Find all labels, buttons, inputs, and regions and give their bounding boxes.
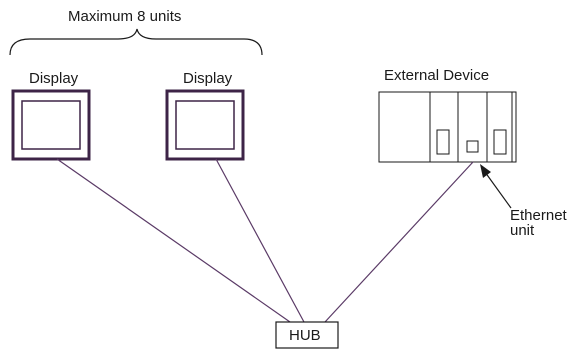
cable-right-display — [215, 158, 305, 323]
ethernet-unit-label-line1: Ethernet — [510, 207, 567, 224]
module-slot-3 — [493, 129, 507, 155]
external-device — [378, 91, 517, 163]
max-units-brace — [9, 28, 263, 56]
display-left-label: Display — [29, 70, 79, 87]
cable-external-device — [324, 161, 474, 323]
display-right — [165, 89, 245, 161]
hub-label: HUB — [289, 327, 321, 344]
display-left — [11, 89, 91, 161]
cable-left-display — [56, 158, 291, 323]
module-slot-1 — [436, 129, 450, 155]
ethernet-unit-pointer — [484, 171, 512, 209]
display-right-label: Display — [183, 70, 233, 87]
ethernet-module-port — [466, 140, 479, 153]
ethernet-unit-label-line2: unit — [510, 222, 535, 239]
external-device-label: External Device — [384, 67, 490, 84]
arrow-head-icon — [480, 164, 491, 178]
hub-box — [275, 321, 339, 349]
max-units-label: Maximum 8 units — [68, 8, 182, 25]
